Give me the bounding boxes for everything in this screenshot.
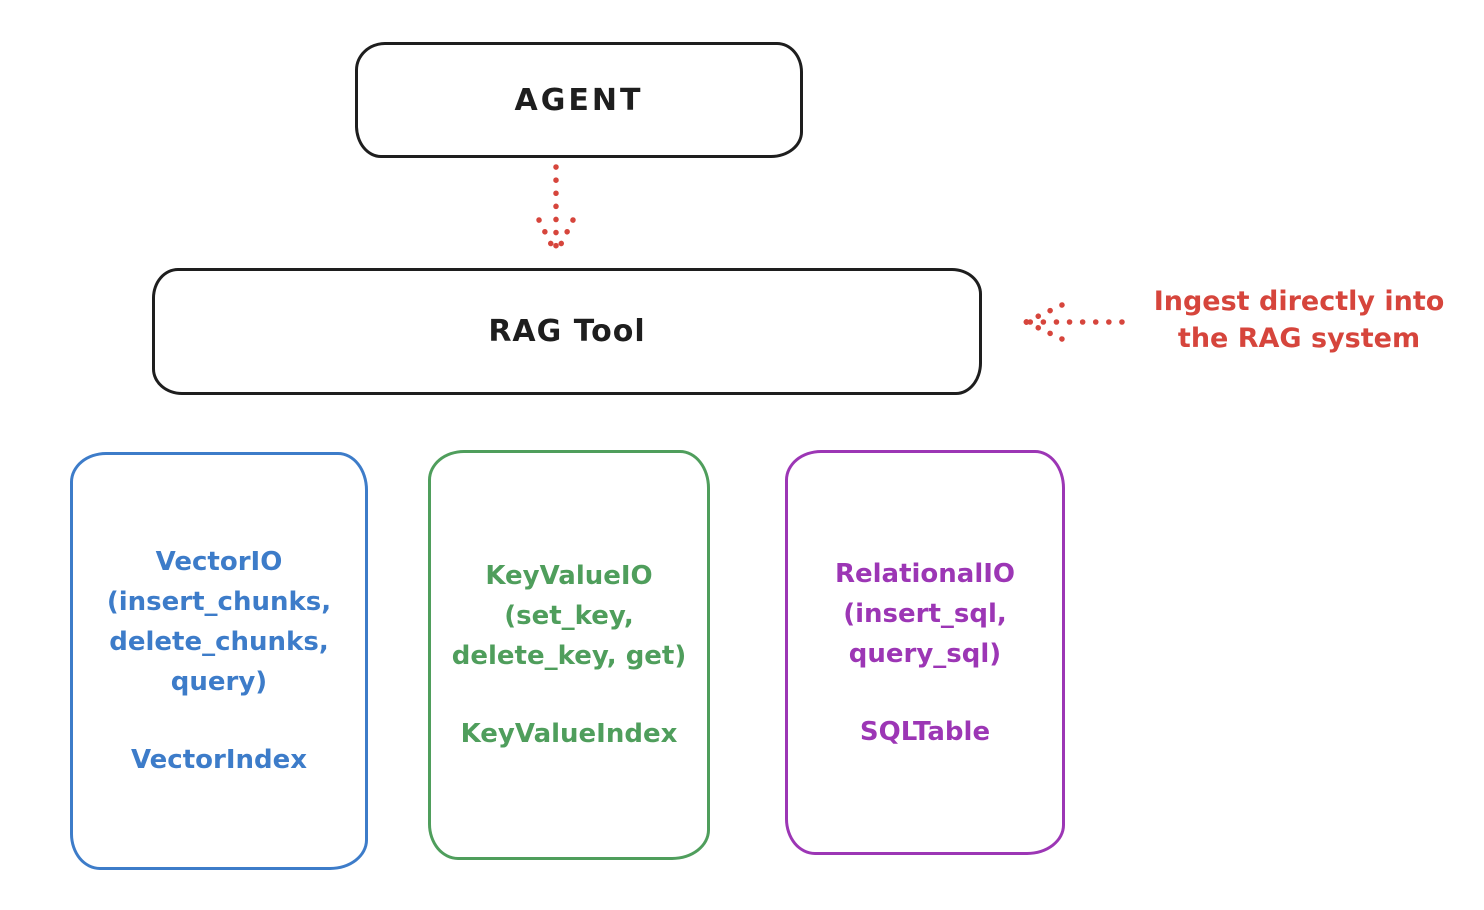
ingest-annotation: Ingest directly into the RAG system — [1125, 283, 1473, 357]
io-box-line: query) — [170, 667, 268, 697]
rag-tool-label: RAG Tool — [488, 314, 646, 349]
agent-node: AGENT — [355, 42, 803, 158]
io-box-line: KeyValueIO — [485, 561, 653, 591]
io-index-label: VectorIndex — [130, 745, 308, 775]
io-box-line: delete_key, get) — [451, 641, 687, 671]
agent-to-ragtool-arrow-icon — [536, 164, 576, 257]
io-box-lines: KeyValueIO (set_key, delete_key, get) Ke… — [452, 556, 687, 754]
ingest-arrow-icon — [1023, 302, 1125, 342]
io-box-line: (insert_chunks, — [106, 587, 332, 617]
io-box-line: (set_key, — [504, 601, 634, 631]
ingest-annotation-line1: Ingest directly into — [1153, 286, 1445, 317]
ingest-annotation-line2: the RAG system — [1177, 323, 1421, 354]
io-index-label: SQLTable — [859, 716, 991, 747]
io-box-line: RelationalIO — [834, 558, 1016, 589]
io-box-lines: RelationalIO (insert_sql, query_sql) SQL… — [835, 554, 1015, 752]
io-box-lines: VectorIO (insert_chunks, delete_chunks, … — [107, 542, 331, 780]
io-box-line: VectorIO — [155, 547, 283, 577]
io-box-line: delete_chunks, — [109, 627, 329, 657]
relational-io-node: RelationalIO (insert_sql, query_sql) SQL… — [785, 450, 1065, 855]
rag-tool-node: RAG Tool — [152, 268, 982, 395]
io-box-line: (insert_sql, — [843, 598, 1007, 629]
agent-label: AGENT — [514, 82, 644, 118]
io-box-line: query_sql) — [848, 638, 1002, 669]
keyvalue-io-node: KeyValueIO (set_key, delete_key, get) Ke… — [428, 450, 710, 860]
io-index-label: KeyValueIndex — [460, 719, 678, 749]
vector-io-node: VectorIO (insert_chunks, delete_chunks, … — [70, 452, 368, 870]
